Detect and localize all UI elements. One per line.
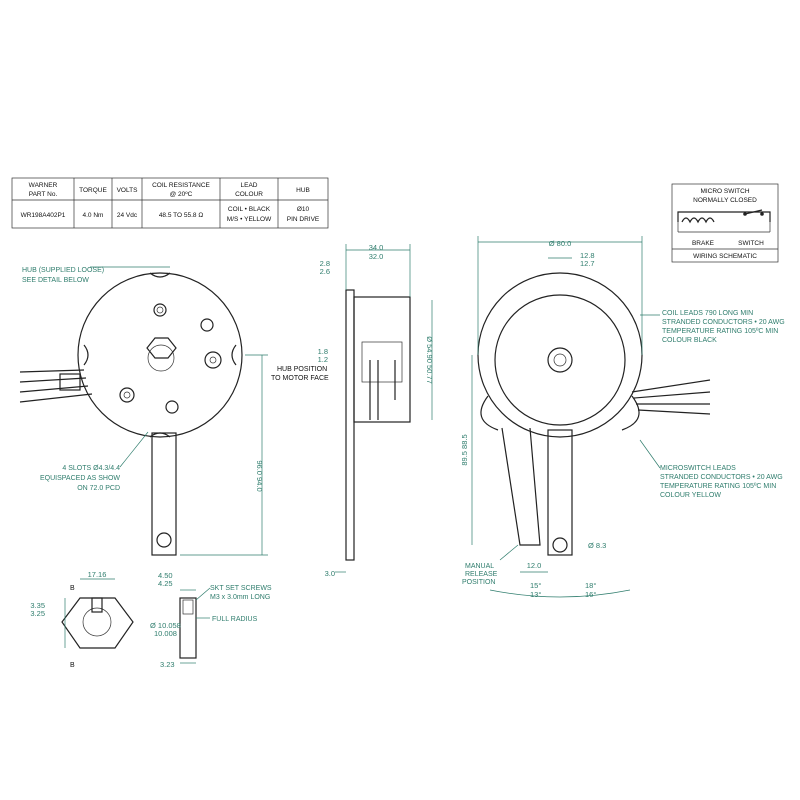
slots-note-2: EQUISPACED AS SHOW: [40, 475, 120, 482]
section-b-bottom: B: [70, 662, 75, 669]
ms-note-3: TEMPERATURE RATING 105ºC MIN: [660, 483, 776, 490]
angle-right-a: 18°: [585, 581, 596, 590]
hub-pos-2: TO MOTOR FACE: [271, 375, 329, 382]
screws-2: M3 x 3.0mm LONG: [210, 594, 270, 601]
schematic-switch: SWITCH: [738, 240, 764, 247]
side-view: 34.0 32.0 2.8 2.6 1.8 1.2 Ø 54.90 50.77 …: [271, 243, 434, 578]
th-lead-1: LEAD: [241, 182, 258, 189]
hub-note-2: SEE DETAIL BELOW: [22, 277, 89, 284]
manual-1: MANUAL: [465, 563, 494, 570]
td-hub-1: Ø10: [297, 206, 310, 213]
rear-view: Ø 80.0 12.8 12.7 COIL LEADS 790 LONG MIN…: [460, 236, 785, 599]
slots-note-1: 4 SLOTS Ø4.3/4.4: [62, 465, 120, 472]
side-dia-dim: Ø 54.90 50.77: [425, 336, 434, 384]
wiring-schematic: MICRO SWITCH NORMALLY CLOSED BRAKE SWITC…: [671, 183, 779, 263]
full-radius: FULL RADIUS: [212, 616, 258, 623]
th-lead-2: COLOUR: [235, 191, 263, 198]
td-part: WR198A402P1: [21, 212, 66, 219]
th-coil-2: @ 20ºC: [170, 191, 193, 198]
th-torque: TORQUE: [79, 187, 107, 194]
coil-note-2: STRANDED CONDUCTORS • 20 AWG: [662, 319, 785, 326]
screws-1: SKT SET SCREWS: [210, 585, 272, 592]
th-part-1: WARNER: [29, 182, 58, 189]
rear-bottom-dim: 12.0: [527, 561, 542, 570]
rear-length-dim: 89.5 88.5: [460, 434, 469, 465]
front-view: HUB (SUPPLIED LOOSE) SEE DETAIL BELOW 4 …: [19, 266, 268, 556]
spec-table: WARNER PART No. TORQUE VOLTS COIL RESIST…: [11, 177, 329, 229]
hub-detail: 17.16 B B 3.35 3.25 4.50 4.25 SKT SET SC…: [30, 570, 272, 669]
bore-b: 10.008: [154, 629, 177, 638]
coil-note-3: TEMPERATURE RATING 105ºC MIN: [662, 328, 778, 335]
slots-note-3: ON 72.0 PCD: [77, 485, 120, 492]
th-volts: VOLTS: [117, 187, 138, 194]
side-plate-dim: 3.0: [325, 569, 335, 578]
hub-w2-b: 4.25: [158, 579, 173, 588]
bore-a: Ø 10.058: [150, 621, 181, 630]
hub-pos-1: HUB POSITION: [277, 366, 327, 373]
section-b-top: B: [70, 585, 75, 592]
schematic-title-1: MICRO SWITCH: [700, 188, 749, 195]
td-lead-2: M/S • YELLOW: [227, 216, 272, 223]
ms-note-1: MICROSWITCH LEADS: [660, 465, 736, 472]
td-torque: 4.0 Nm: [83, 212, 104, 219]
td-volts: 24 Vdc: [117, 212, 138, 219]
td-hub-2: PIN DRIVE: [287, 216, 320, 223]
hub-note-1: HUB (SUPPLIED LOOSE): [22, 267, 104, 274]
coil-note-1: COIL LEADS 790 LONG MIN: [662, 310, 753, 317]
hub-key-b: 3.25: [30, 609, 45, 618]
angle-left-b: 13°: [530, 590, 541, 599]
th-coil-1: COIL RESISTANCE: [152, 182, 210, 189]
side-small-dim-a: 1.8: [318, 347, 328, 356]
ms-note-2: STRANDED CONDUCTORS • 20 AWG: [660, 474, 783, 481]
angle-right-b: 16°: [585, 590, 596, 599]
rear-dia: Ø 80.0: [549, 239, 572, 248]
th-part-2: PART No.: [29, 191, 58, 198]
hub-depth: 3.23: [160, 660, 175, 669]
side-flange-dim-b: 2.6: [320, 267, 330, 276]
side-small-dim-b: 1.2: [318, 355, 328, 364]
schematic-brake: BRAKE: [692, 240, 715, 247]
td-resistance: 48.5 TO 55.8 Ω: [159, 212, 204, 219]
hub-width: 17.16: [88, 570, 107, 579]
side-width-dim-a: 34.0: [369, 243, 384, 252]
side-flange-dim-a: 2.8: [320, 259, 330, 268]
ms-note-4: COLOUR YELLOW: [660, 492, 721, 499]
hub-w2-a: 4.50: [158, 571, 173, 580]
manual-3: POSITION: [462, 579, 495, 586]
rear-top-dim-a: 12.8: [580, 251, 595, 260]
th-hub: HUB: [296, 187, 310, 194]
hub-key-a: 3.35: [30, 601, 45, 610]
td-lead-1: COIL • BLACK: [228, 206, 271, 213]
schematic-title-2: NORMALLY CLOSED: [693, 197, 757, 204]
rear-hole-dim: Ø 8.3: [588, 541, 606, 550]
front-length-dim: 96.0 94.0: [255, 460, 264, 491]
manual-2: RELEASE: [465, 571, 498, 578]
schematic-caption: WIRING SCHEMATIC: [693, 253, 757, 260]
coil-note-4: COLOUR BLACK: [662, 337, 717, 344]
rear-top-dim-b: 12.7: [580, 259, 595, 268]
angle-left-a: 15°: [530, 581, 541, 590]
side-width-dim-b: 32.0: [369, 252, 384, 261]
